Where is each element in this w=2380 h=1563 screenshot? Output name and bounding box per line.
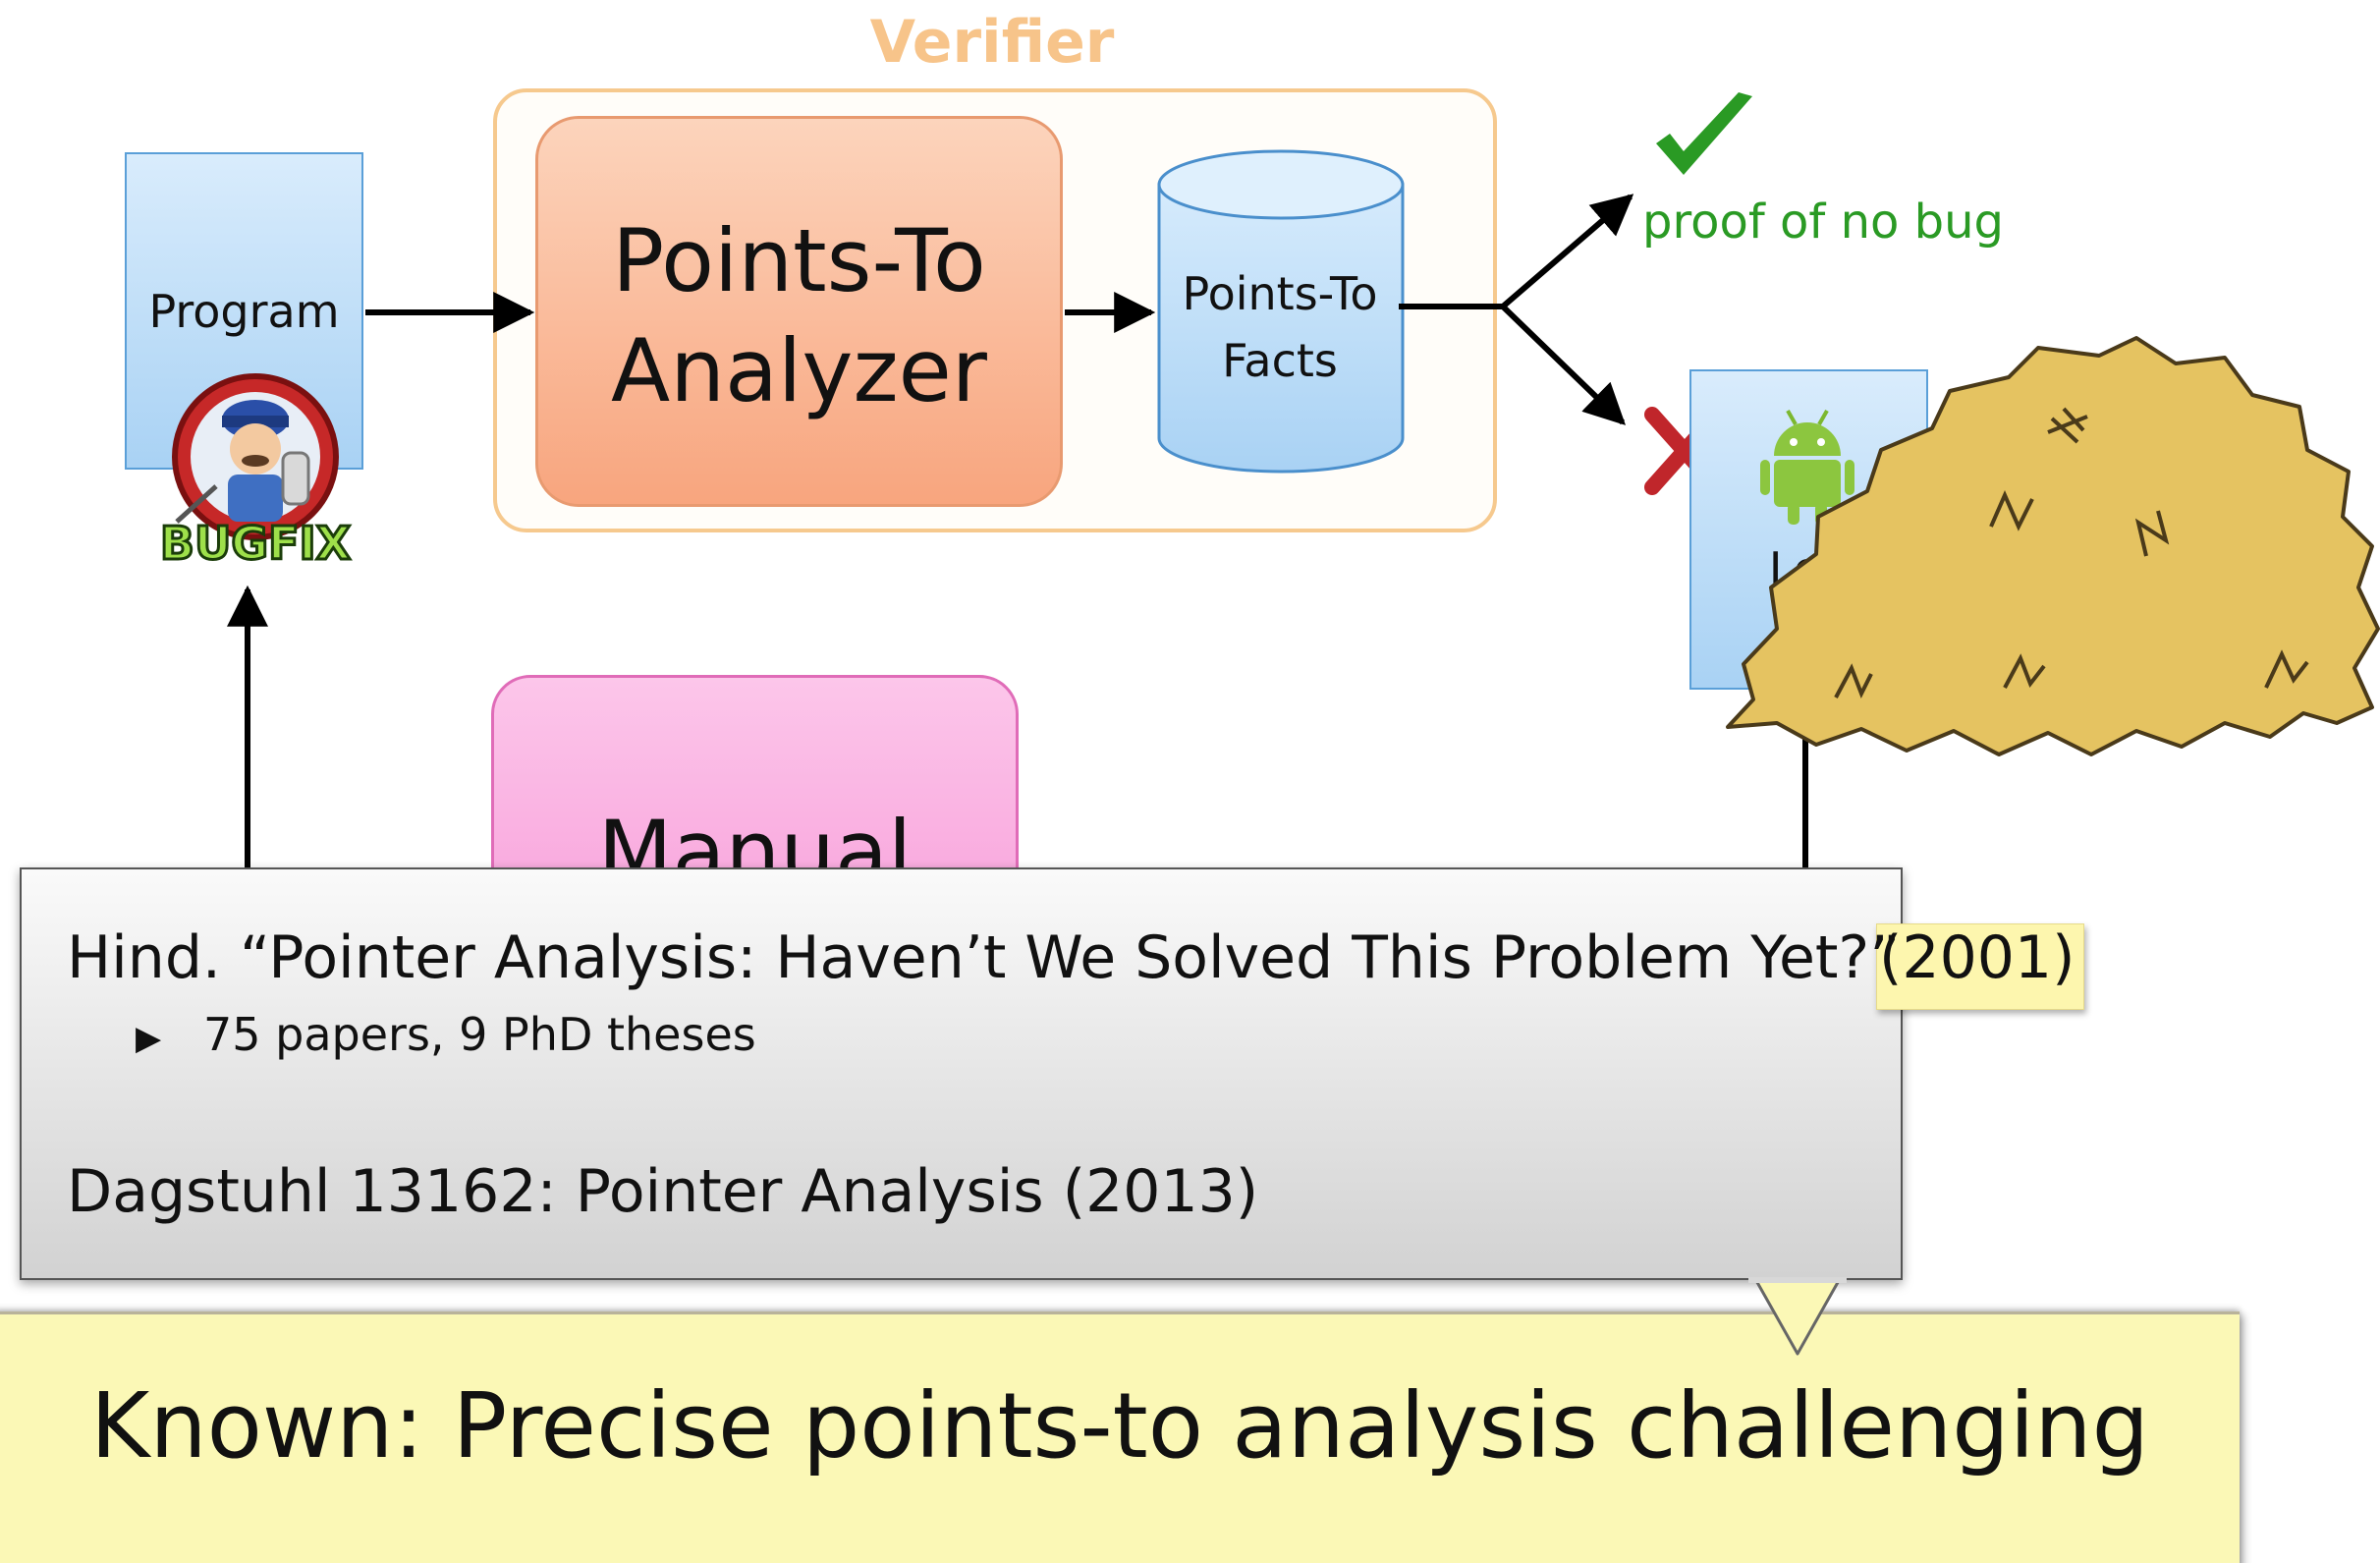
citation-hind: Hind. “Pointer Analysis: Haven’t We Solv… [67, 923, 1901, 992]
bullet-triangle-icon: ▶ [136, 1019, 162, 1058]
callout-pointer [1748, 1277, 1847, 1356]
analyzer-label-line1: Points-To [612, 210, 986, 311]
conclusion-banner [0, 1312, 2240, 1563]
citation-hind-detail: 75 papers, 9 PhD theses [203, 1008, 756, 1061]
android-icon [1760, 410, 1854, 525]
facts-cylinder [1157, 149, 1405, 474]
proof-label: proof of no bug [1642, 195, 2004, 250]
facts-label: Points-To Facts [1159, 260, 1401, 394]
bugfix-logo-text: BUGFIX [160, 517, 351, 570]
program-label: Program [148, 285, 340, 338]
analyzer-label: Points-To Analyzer [535, 206, 1063, 426]
citation-dagstuhl: Dagstuhl 13162: Pointer Analysis (2013) [67, 1157, 1259, 1226]
facts-label-line1: Points-To [1182, 267, 1378, 320]
check-icon [1656, 92, 1752, 175]
conclusion-text: Known: Precise points-to analysis challe… [90, 1373, 2149, 1479]
verifier-title: Verifier [869, 8, 1115, 77]
haystack-image [1726, 336, 2380, 756]
facts-label-line2: Facts [1222, 334, 1338, 387]
citation-callout [20, 867, 1903, 1280]
bugfix-logo: BUGFIX [158, 373, 353, 572]
arrow-to-leak [1500, 304, 1627, 425]
year-highlight [1876, 923, 2084, 1010]
citation-hind-year: (2001) [1879, 923, 2076, 992]
arrow-to-proof [1501, 194, 1634, 309]
analyzer-label-line2: Analyzer [611, 320, 987, 421]
analyzer-box [535, 116, 1063, 507]
